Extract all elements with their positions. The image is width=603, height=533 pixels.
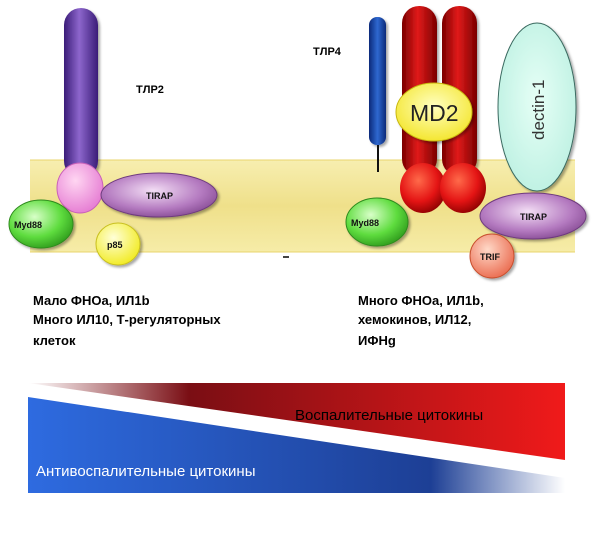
anti-inflammatory-wedge: [28, 397, 565, 493]
right-caption-line-3: ИФНg: [358, 333, 396, 348]
right-caption-line-2: хемокинов, ИЛ12,: [358, 312, 471, 327]
right-caption-line-1: Много ФНОa, ИЛ1b,: [358, 293, 484, 308]
membrane-mark: [283, 256, 289, 258]
anti-inflammatory-label: Антивоспалительные цитокины: [36, 463, 256, 480]
myd88-left: [8, 199, 74, 249]
myd88-right-label: Myd88: [351, 218, 379, 228]
pro-inflammatory-label: Воспалительные цитокины: [295, 407, 483, 424]
myd88-left-label: Myd88: [14, 220, 42, 230]
tirap-right-label: TIRAP: [520, 212, 547, 222]
tlr4-blue-chain: [369, 17, 386, 145]
dectin-1-receptor: [497, 22, 577, 192]
dectin-1-label: dectin-1: [529, 80, 548, 140]
pro-inflammatory-wedge: [28, 383, 565, 460]
tlr2-label: TЛР2: [136, 84, 164, 96]
tlr2-receptor: [64, 8, 98, 178]
p85-label: p85: [107, 240, 123, 250]
md2-protein: [395, 82, 473, 142]
trif-label: TRIF: [480, 252, 500, 262]
left-caption-line-1: Мало ФНОa, ИЛ1b: [33, 293, 150, 308]
left-caption-line-2: Много ИЛ10, Т-регуляторных: [33, 312, 221, 327]
tirap-left: [100, 172, 218, 218]
trif-adaptor: [469, 233, 515, 279]
tirap-left-label: TIRAP: [146, 191, 173, 201]
tlr4-tir-domain-2: [440, 163, 486, 213]
tlr4-tir-domain-1: [400, 163, 446, 213]
myd88-right: [345, 197, 409, 247]
md2-label: MD2: [410, 100, 459, 126]
tlr2-tir-domain: [56, 162, 104, 214]
tlr4-label: TЛР4: [313, 46, 342, 58]
tirap-right: [479, 192, 587, 240]
left-caption-line-3: клеток: [33, 333, 76, 348]
p85-subunit: [95, 222, 141, 266]
